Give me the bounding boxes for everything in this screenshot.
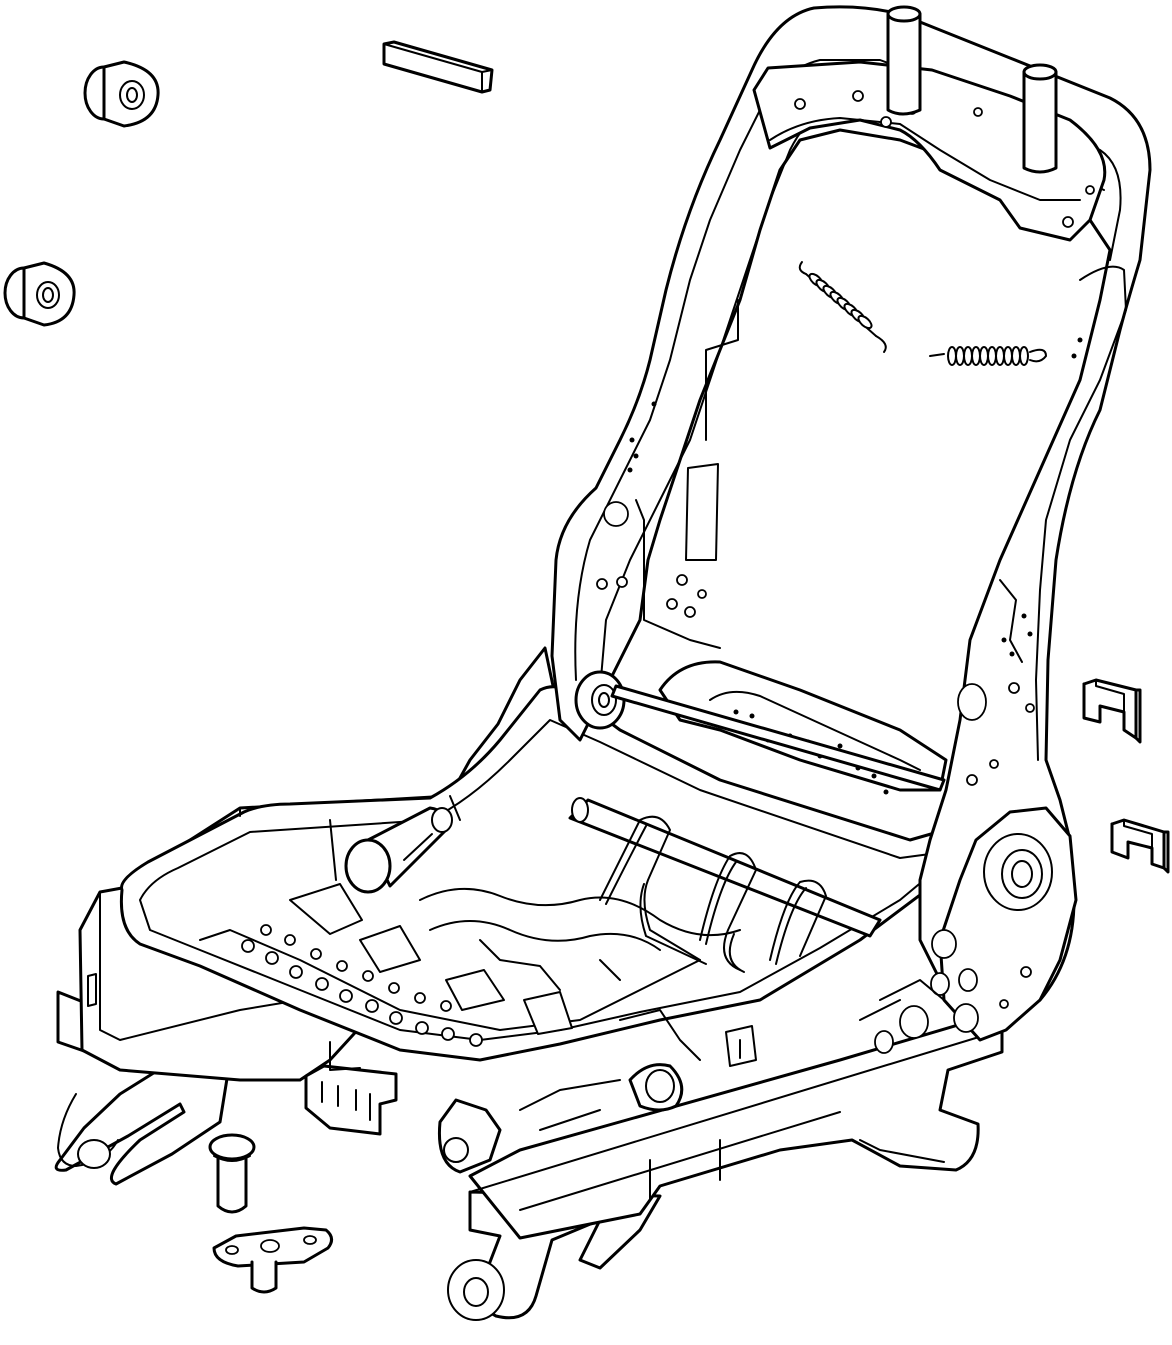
pin [208,1133,256,1214]
recliner-hinge [859,806,1078,1054]
front-cross-tube [344,806,453,894]
seat-track-lower [304,1009,757,1174]
seat-springs [599,815,827,973]
seat-back-frame [550,5,1152,1032]
clip-lower [1110,818,1170,874]
rear-cross-rod [568,797,882,938]
seat-frame-assembly [54,5,1152,1321]
grommet-lower [3,261,76,327]
bracket-plate [212,1226,333,1294]
headrest-post-left [886,5,922,116]
pivot-left [574,670,626,730]
grommet-upper [83,60,160,128]
tension-spring-diagonal [798,261,887,353]
pad-strip [382,40,494,94]
tension-spring-horizontal [929,346,1047,366]
clip-upper [1082,678,1142,744]
headrest-post-right [1022,63,1058,174]
